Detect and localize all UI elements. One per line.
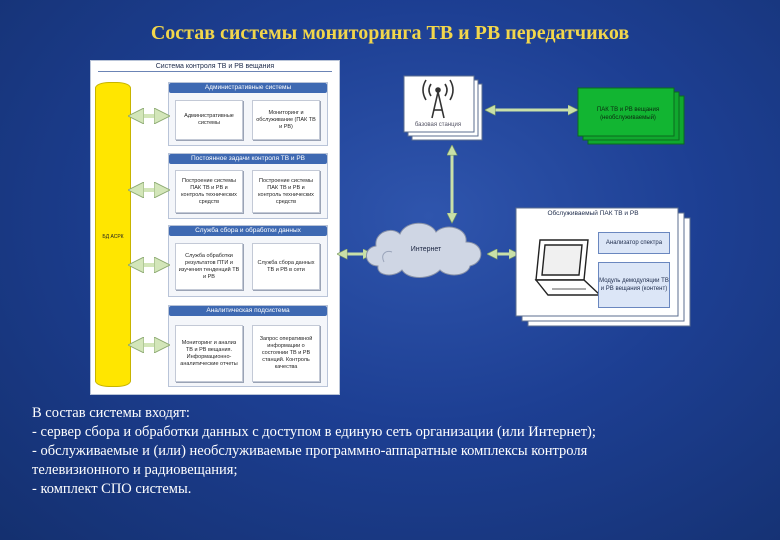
section-tasks-header: Постоянное задачи контроля ТВ и РВ: [169, 154, 327, 164]
internet-cloud-icon: [366, 222, 482, 278]
antenna-icon: [422, 79, 454, 119]
description-line: В состав системы входят:: [32, 405, 190, 421]
base-station-card: [403, 75, 475, 133]
section-analytics-header: Аналитическая подсистема: [169, 306, 327, 316]
description-line: - комплект СПО системы.: [32, 481, 192, 497]
section-analytics-box-2: Запрос оперативной информации о состояни…: [252, 325, 320, 382]
control-system-title: Система контроля ТВ и РВ вещания: [155, 63, 275, 70]
description: В состав системы входят: - сервер сбора …: [32, 404, 762, 499]
section-collection-header: Служба сбора и обработки данных: [169, 226, 327, 236]
section-admin-box-2: Мониторинг и обслуживание (ПАК ТВ и РВ): [252, 100, 320, 140]
section-tasks-box-1: Построение системы ПАК ТВ и РВ и контрол…: [175, 170, 243, 213]
pak-unattended-label: ПАК ТВ и РВ вещания (необслуживаемый): [596, 107, 660, 121]
serviced-station-title: Обслуживаемый ПАК ТВ и РВ: [547, 210, 639, 217]
section-tasks-box-2: Построение системы ПАК ТВ и РВ и контрол…: [252, 170, 320, 213]
section-analytics-box-1: Мониторинг и анализ ТВ и РВ вещания. Инф…: [175, 325, 243, 382]
section-collection-box-2: Служба сбора данных ТВ и РВ в сети: [252, 243, 320, 290]
section-collection-box-1: Служба обработки результатов ПТИ и изуче…: [175, 243, 243, 290]
description-line: - обслуживаемые и (или) необслуживаемые …: [32, 443, 588, 459]
pak-card: [577, 87, 675, 137]
section-admin-box-1: Административные системы: [175, 100, 243, 140]
panel-title-underline: [98, 71, 332, 72]
database-bar: [95, 82, 131, 387]
base-station-label: базовая станция: [414, 122, 462, 128]
database-bar-label: БД АСРК: [102, 234, 124, 240]
section-admin-header: Административные системы: [169, 83, 327, 93]
internet-label: Интернет: [410, 246, 442, 253]
slide-title: Состав системы мониторинга ТВ и РВ перед…: [150, 22, 630, 44]
demodulation-module-box: Модуль демодуляции ТВ и РВ вещания (конт…: [598, 262, 670, 308]
description-line: телевизионного и радиовещания;: [32, 462, 238, 478]
description-line: - сервер сбора и обработки данных с дост…: [32, 424, 596, 440]
spectrum-analyzer-box: Анализатор спектра: [598, 232, 670, 254]
